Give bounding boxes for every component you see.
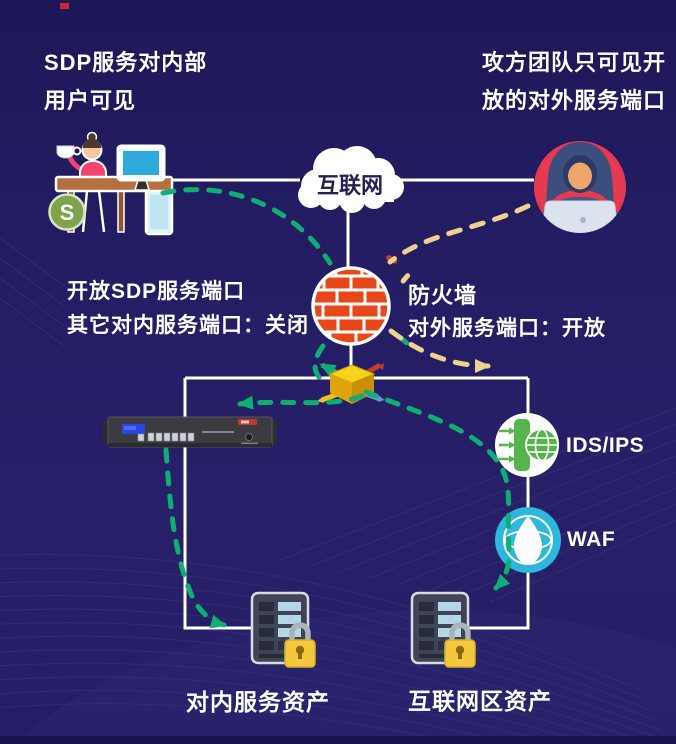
- internet-cloud-icon: [298, 146, 404, 213]
- attacker-icon: [534, 141, 626, 233]
- caption-internal-users: SDP服务对内部 用户可见: [44, 44, 207, 120]
- caption-attacker-line2: 放的对外服务端口: [482, 88, 667, 113]
- flow-switch-to-internet-server: [363, 389, 512, 591]
- internal-assets-label: 对内服务资产: [186, 689, 330, 715]
- attacker-flow-paths: [387, 203, 531, 373]
- firewall-right-note: 对外服务端口：开放: [408, 317, 606, 340]
- flow-user-to-firewall: [160, 187, 333, 266]
- background-glow: [15, 610, 676, 744]
- sdp-badge-icon: S: [48, 193, 86, 231]
- sdp-user-flow-paths: [160, 187, 512, 629]
- waf-icon: [495, 507, 561, 573]
- internet-assets-label: 互联网区资产: [408, 688, 552, 714]
- caption-internal-users-line2: 用户可见: [44, 88, 137, 113]
- bottom-band: [0, 736, 676, 744]
- firewall-left-note-line2: 其它对内服务端口：关闭: [67, 314, 309, 337]
- flow-firewall-to-switch: [312, 343, 326, 384]
- internet-cloud-label: 互联网: [316, 173, 384, 198]
- caption-attacker: 攻方团队只可见开 放的对外服务端口: [482, 44, 666, 120]
- caption-internal-users-line1: SDP服务对内部: [44, 50, 208, 75]
- waf-label: WAF: [567, 528, 616, 551]
- corner-red-mark: [60, 3, 69, 9]
- flow-switch-to-gateway: [237, 393, 365, 410]
- firewall-title: 防火墙: [408, 283, 478, 308]
- flow-firewall-to-open-port: [388, 328, 491, 373]
- sdp-badge-letter: S: [60, 200, 75, 225]
- firewall-left-notes: 开放SDP服务端口 其它对内服务端口：关闭: [67, 275, 309, 343]
- ids-ips-label: IDS/IPS: [566, 434, 645, 457]
- internet-server-padlock-icon: [444, 622, 476, 668]
- flow-gateway-to-internal-server: [163, 447, 227, 629]
- flow-attacker-to-firewall: [387, 203, 531, 265]
- user-desk-icon: [54, 131, 174, 236]
- firewall-icon: [311, 266, 391, 346]
- caption-attacker-line1: 攻方团队只可见开: [482, 50, 667, 75]
- gateway-appliance-icon: [103, 416, 277, 448]
- ids-ips-icon: [495, 413, 559, 477]
- firewall-left-note-line1: 开放SDP服务端口: [67, 280, 246, 303]
- internal-server-padlock-icon: [284, 622, 316, 668]
